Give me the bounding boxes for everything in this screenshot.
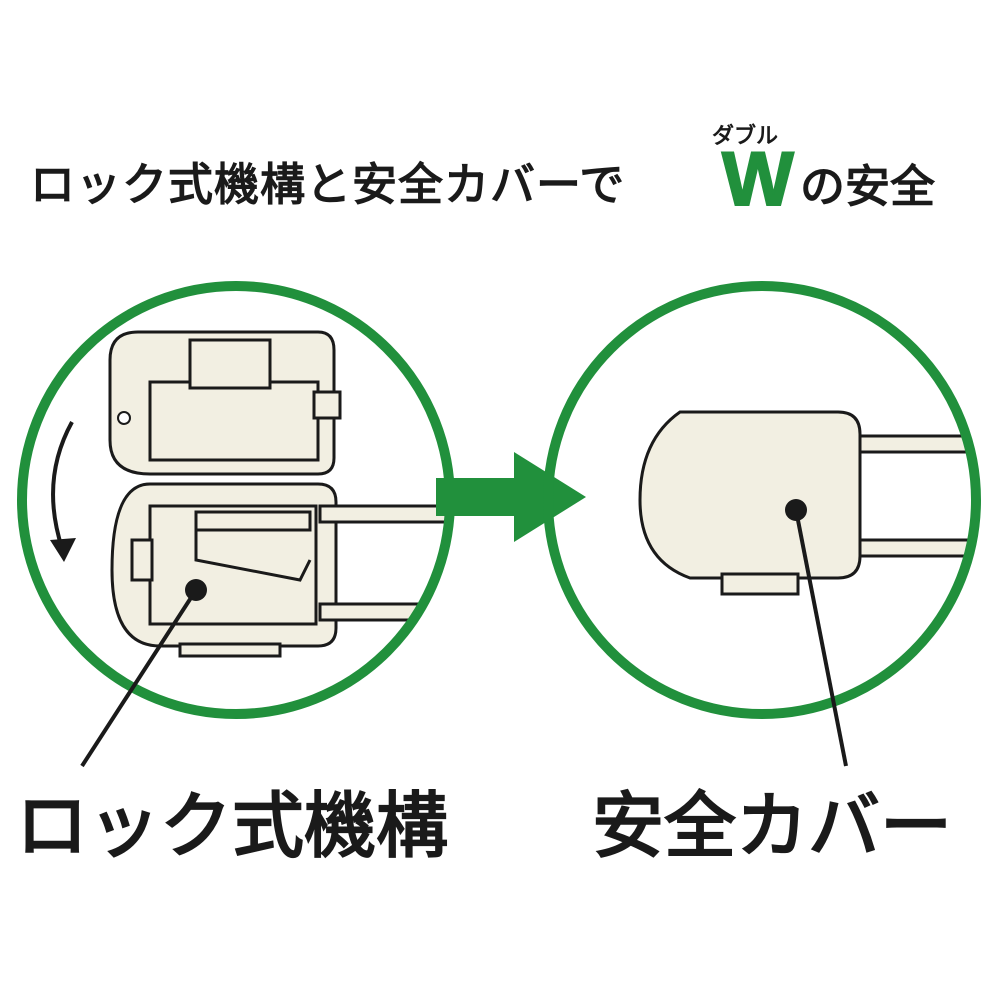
right-circle-border (543, 281, 981, 719)
callout-leader-right (785, 499, 848, 767)
callout-leader-left (80, 579, 207, 768)
caption-lock-mechanism: ロック式機構 (16, 784, 449, 868)
double-w-mark: W (721, 137, 795, 222)
headline-suffix: の安全 (800, 160, 936, 213)
safety-cover-illustration (638, 410, 976, 596)
right-detail-circle (543, 281, 981, 719)
left-detail-circle (17, 281, 455, 719)
headline-ruby: ダブル (712, 124, 779, 149)
caption-safety-cover: 安全カバー (592, 784, 953, 868)
transition-arrow (436, 452, 586, 542)
lock-mechanism-illustration (50, 330, 450, 658)
headline-lead: ロック式機構と安全カバーで (30, 158, 626, 211)
